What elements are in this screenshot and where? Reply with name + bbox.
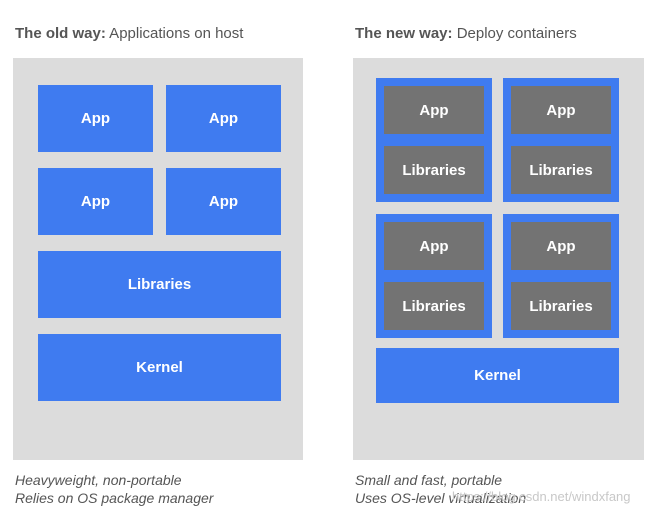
old-caption-line2: Relies on OS package manager (15, 490, 214, 506)
new-caption-line1: Small and fast, portable (355, 472, 503, 488)
new-caption-line2: Uses OS-level virtualization (355, 490, 527, 506)
old-way-heading: The old way: Applications on host (15, 25, 243, 42)
old-app-box: App (166, 168, 281, 235)
container-libraries-box: Libraries (384, 282, 484, 330)
old-caption-line1: Heavyweight, non-portable (15, 472, 182, 488)
container-app-box: App (384, 86, 484, 134)
old-app-box: App (38, 85, 153, 152)
new-kernel-box: Kernel (376, 348, 619, 403)
container-libraries-box: Libraries (511, 282, 611, 330)
old-app-box: App (38, 168, 153, 235)
container-libraries-box: Libraries (511, 146, 611, 194)
new-way-caption: Small and fast, portable Uses OS-level v… (355, 471, 526, 507)
container-app-box: App (511, 222, 611, 270)
container-libraries-box: Libraries (384, 146, 484, 194)
old-app-box: App (166, 85, 281, 152)
old-way-caption: Heavyweight, non-portable Relies on OS p… (15, 471, 213, 507)
container-app-box: App (384, 222, 484, 270)
old-kernel-box: Kernel (38, 334, 281, 401)
container-app-box: App (511, 86, 611, 134)
new-way-heading: The new way: Deploy containers (355, 25, 577, 42)
new-way-heading-rest: Deploy containers (452, 25, 577, 42)
watermark: https://blog.csdn.net/windxfang (452, 489, 631, 504)
old-way-heading-bold: The old way: (15, 25, 106, 42)
new-way-heading-bold: The new way: (355, 25, 453, 42)
old-way-heading-rest: Applications on host (105, 25, 244, 42)
old-libraries-box: Libraries (38, 251, 281, 318)
